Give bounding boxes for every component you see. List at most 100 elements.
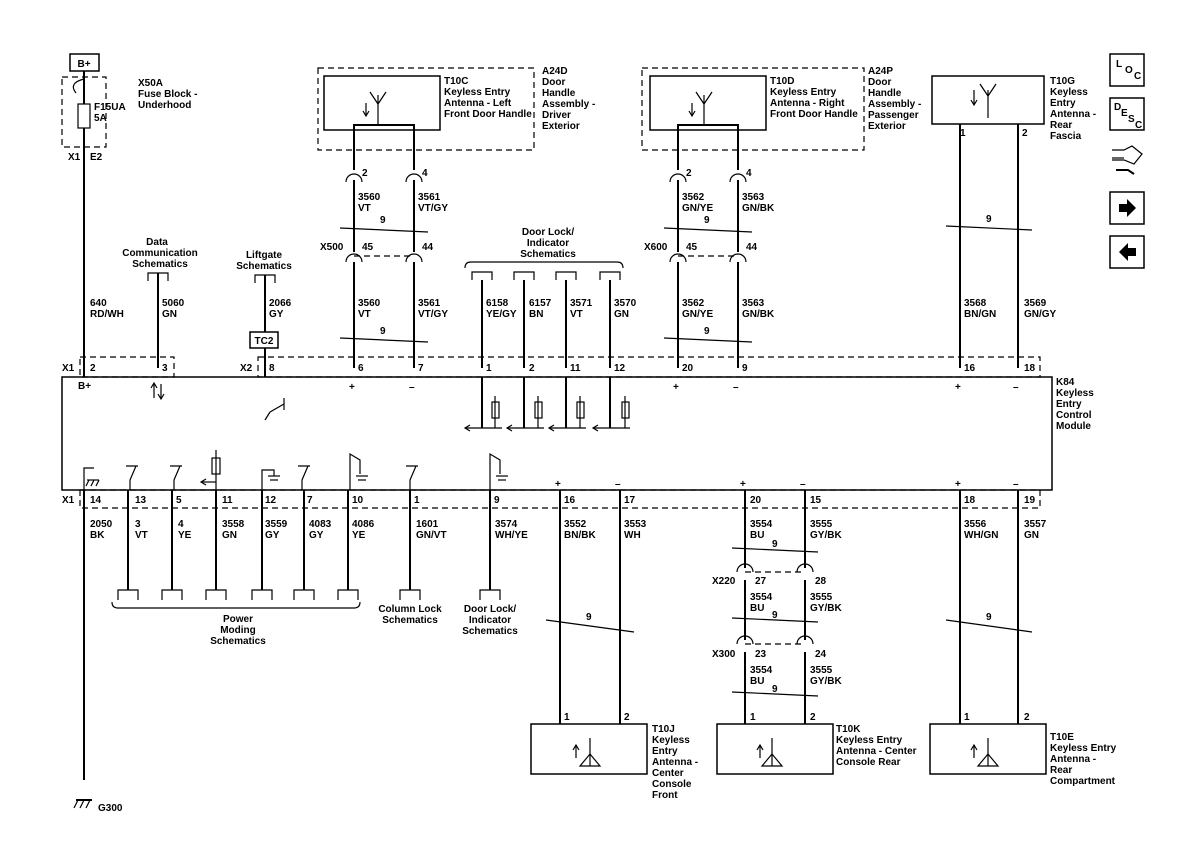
svg-text:4083: 4083 bbox=[309, 519, 332, 530]
svg-text:Door Lock/: Door Lock/ bbox=[522, 227, 574, 238]
svg-text:BN: BN bbox=[529, 309, 543, 320]
fuse-block-name: Fuse Block - bbox=[138, 89, 197, 100]
svg-text:GY/BK: GY/BK bbox=[810, 603, 842, 614]
svg-text:Antenna - Center: Antenna - Center bbox=[836, 746, 917, 757]
svg-text:+: + bbox=[349, 382, 355, 393]
data-comm-ref[interactable]: Data Communication Schematics bbox=[122, 237, 198, 368]
door-lock-ref-top[interactable]: Door Lock/ Indicator Schematics bbox=[464, 227, 624, 280]
svg-text:1: 1 bbox=[964, 712, 970, 723]
svg-text:–: – bbox=[800, 479, 806, 490]
svg-text:3555: 3555 bbox=[810, 592, 833, 603]
svg-text:3563: 3563 bbox=[742, 298, 765, 309]
svg-text:T10J: T10J bbox=[652, 724, 675, 735]
description-button[interactable]: D E S C bbox=[1109, 97, 1145, 131]
svg-text:GN: GN bbox=[222, 530, 237, 541]
arrow-right-icon bbox=[1119, 199, 1136, 217]
fuse-pin-e2: E2 bbox=[90, 152, 103, 163]
svg-text:Handle: Handle bbox=[542, 88, 576, 99]
svg-text:Antenna - Right: Antenna - Right bbox=[770, 98, 845, 109]
svg-text:9: 9 bbox=[380, 326, 386, 337]
svg-text:Door: Door bbox=[868, 77, 891, 88]
svg-text:Center: Center bbox=[652, 768, 684, 779]
power-moding-ref[interactable]: Power Moding Schematics bbox=[210, 614, 266, 647]
svg-text:Entry: Entry bbox=[1050, 98, 1076, 109]
svg-text:Front Door Handle: Front Door Handle bbox=[770, 109, 858, 120]
column-lock-ref[interactable]: Column Lock Schematics bbox=[378, 490, 442, 626]
svg-text:17: 17 bbox=[624, 495, 636, 506]
location-button[interactable]: L O C bbox=[1109, 53, 1145, 87]
a24p-outline bbox=[641, 67, 865, 151]
svg-text:3554: 3554 bbox=[750, 519, 773, 530]
svg-text:Antenna -: Antenna - bbox=[652, 757, 698, 768]
svg-text:X1: X1 bbox=[62, 363, 75, 374]
fuse-ref: F15UA bbox=[94, 102, 126, 113]
svg-text:9: 9 bbox=[772, 539, 778, 550]
svg-text:Entry: Entry bbox=[1056, 399, 1082, 410]
connector-tool-icon[interactable] bbox=[1112, 145, 1143, 175]
liftgate-ref[interactable]: Liftgate Schematics TC2 bbox=[236, 250, 292, 420]
power-moding-wires bbox=[111, 490, 361, 609]
t10e-antenna-icon bbox=[970, 738, 1000, 767]
svg-text:Keyless Entry: Keyless Entry bbox=[836, 735, 903, 746]
svg-text:L: L bbox=[1116, 59, 1122, 70]
fuse-block-name2: Underhood bbox=[138, 100, 191, 111]
svg-text:2: 2 bbox=[624, 712, 630, 723]
svg-text:11: 11 bbox=[222, 495, 233, 506]
svg-text:GY: GY bbox=[309, 530, 324, 541]
svg-text:Antenna -: Antenna - bbox=[1050, 754, 1096, 765]
bottom-switch-icons bbox=[126, 465, 418, 490]
svg-text:–: – bbox=[1013, 382, 1019, 393]
svg-text:VT: VT bbox=[570, 309, 583, 320]
svg-text:Fascia: Fascia bbox=[1050, 131, 1082, 142]
svg-text:X300: X300 bbox=[712, 649, 736, 660]
svg-text:–: – bbox=[1013, 479, 1019, 490]
svg-text:Schematics: Schematics bbox=[520, 249, 576, 260]
svg-text:GN/BK: GN/BK bbox=[742, 309, 775, 320]
next-arrow-button[interactable] bbox=[1109, 191, 1145, 225]
svg-text:GY: GY bbox=[265, 530, 280, 541]
door-lock-input-resistors bbox=[463, 377, 630, 432]
svg-text:GN: GN bbox=[614, 309, 629, 320]
previous-arrow-button[interactable] bbox=[1109, 235, 1145, 269]
svg-text:4: 4 bbox=[422, 168, 428, 179]
svg-text:12: 12 bbox=[265, 495, 277, 506]
svg-text:Door Lock/: Door Lock/ bbox=[464, 604, 516, 615]
liftgate-switch-icon bbox=[264, 398, 285, 421]
svg-text:X2: X2 bbox=[240, 363, 253, 374]
svg-text:3555: 3555 bbox=[810, 519, 833, 530]
svg-text:9: 9 bbox=[586, 612, 592, 623]
t10c-loop bbox=[353, 124, 415, 170]
svg-text:Schematics: Schematics bbox=[382, 615, 438, 626]
svg-text:10: 10 bbox=[352, 495, 364, 506]
svg-text:3571: 3571 bbox=[570, 298, 593, 309]
ground-label: G300 bbox=[98, 803, 123, 814]
svg-text:–: – bbox=[409, 382, 415, 393]
svg-text:GN/GY: GN/GY bbox=[1024, 309, 1057, 320]
door-lock-top-wires bbox=[481, 280, 611, 368]
svg-text:GY: GY bbox=[269, 309, 284, 320]
svg-text:Front: Front bbox=[652, 790, 678, 801]
svg-text:GN/VT: GN/VT bbox=[416, 530, 447, 541]
svg-text:–: – bbox=[733, 382, 739, 393]
svg-text:2066: 2066 bbox=[269, 298, 292, 309]
svg-text:GN/YE: GN/YE bbox=[682, 203, 713, 214]
svg-text:X220: X220 bbox=[712, 576, 736, 587]
svg-text:3574: 3574 bbox=[495, 519, 518, 530]
svg-text:28: 28 bbox=[815, 576, 827, 587]
svg-text:+: + bbox=[955, 382, 961, 393]
svg-text:7: 7 bbox=[418, 363, 424, 374]
svg-text:Entry: Entry bbox=[652, 746, 678, 757]
svg-text:4086: 4086 bbox=[352, 519, 375, 530]
svg-text:Indicator: Indicator bbox=[469, 615, 511, 626]
svg-text:3562: 3562 bbox=[682, 298, 705, 309]
svg-text:20: 20 bbox=[682, 363, 694, 374]
door-lock-ref-bottom[interactable]: Door Lock/ Indicator Schematics bbox=[462, 490, 518, 637]
svg-text:T10K: T10K bbox=[836, 724, 861, 735]
svg-text:16: 16 bbox=[964, 363, 976, 374]
svg-text:Rear: Rear bbox=[1050, 120, 1072, 131]
svg-text:C: C bbox=[1135, 120, 1142, 131]
svg-text:RD/WH: RD/WH bbox=[90, 309, 124, 320]
svg-text:3569: 3569 bbox=[1024, 298, 1047, 309]
svg-text:45: 45 bbox=[686, 242, 698, 253]
svg-text:VT: VT bbox=[358, 203, 371, 214]
